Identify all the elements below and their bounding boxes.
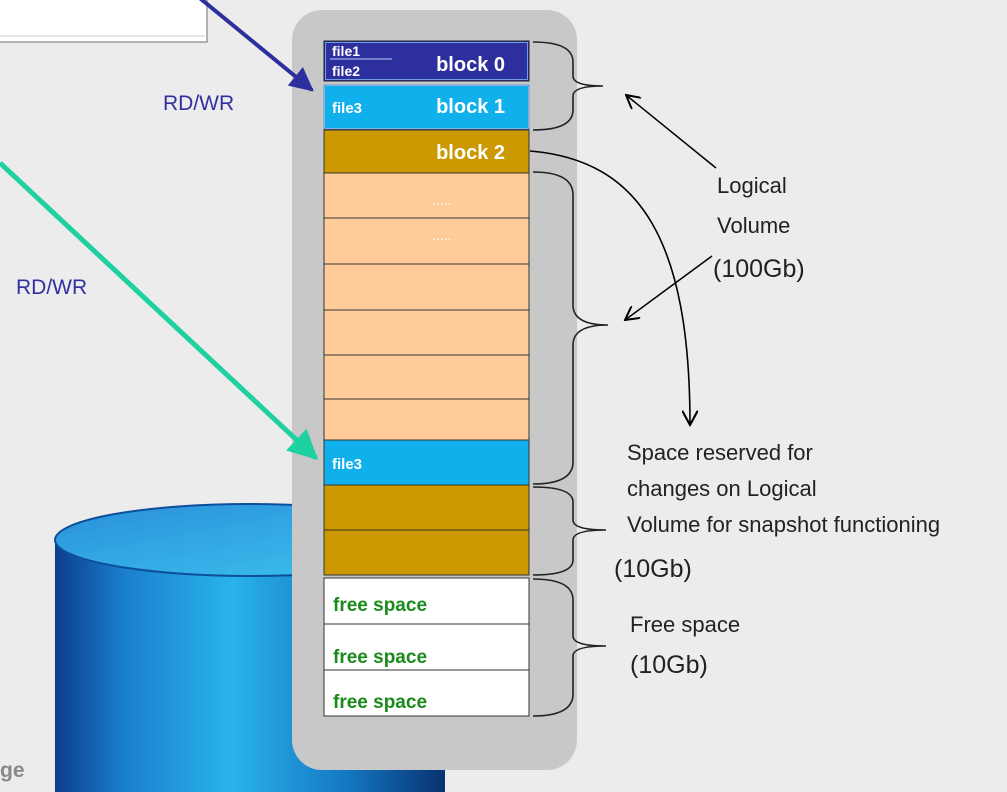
logical-arrow-up (626, 95, 717, 169)
free-space-size: (10Gb) (630, 651, 708, 679)
rdwr-arrow-teal (0, 161, 319, 461)
reserved-line2: changes on Logical (627, 476, 817, 501)
logical-volume-blocks (323, 172, 530, 441)
snapshot-reserved-blocks (323, 484, 530, 576)
storage-caption: ge (0, 759, 25, 782)
free-space-blocks (323, 577, 530, 717)
block1-file3-label: file3 (332, 100, 362, 117)
block-2 (323, 129, 530, 174)
block0-file1-label: file1 (332, 43, 360, 59)
snapshot-file3-label: file3 (332, 456, 362, 473)
brace-logical-volume-main (532, 171, 609, 485)
reserved-line1: Space reserved for (627, 440, 813, 465)
block2-label: block 2 (436, 142, 505, 164)
reserved-size: (10Gb) (614, 555, 692, 583)
rdwr-label-bottom: RD/WR (16, 276, 87, 299)
rdwr-label-top: RD/WR (163, 92, 234, 115)
brace-snapshot-reserved (532, 486, 607, 576)
logical-volume-line1: Logical (717, 173, 787, 198)
free-space-label-3: free space (333, 692, 427, 713)
snapshot-file3-block (323, 439, 530, 486)
ellipsis-2: ..... (432, 227, 451, 243)
free-space-label-2: free space (333, 647, 427, 668)
free-space-title: Free space (630, 612, 740, 637)
ellipsis-1: ..... (432, 192, 451, 208)
rdwr-arrow-navy (198, 0, 314, 92)
block-1 (323, 84, 530, 130)
block0-label: block 0 (436, 54, 505, 76)
block1-label: block 1 (436, 96, 505, 118)
logical-volume-size: (100Gb) (713, 255, 805, 283)
host-window-fragment (0, 0, 208, 43)
copy-on-write-arrow (529, 150, 690, 425)
logical-volume-line2: Volume (717, 213, 790, 238)
block0-file2-label: file2 (332, 63, 360, 79)
reserved-line3: Volume for snapshot functioning (627, 512, 940, 537)
free-space-label-1: free space (333, 595, 427, 616)
block-0 (323, 40, 530, 82)
brace-logical-volume-top (532, 41, 604, 131)
logical-arrow-down (625, 255, 713, 320)
brace-free-space (532, 578, 607, 717)
